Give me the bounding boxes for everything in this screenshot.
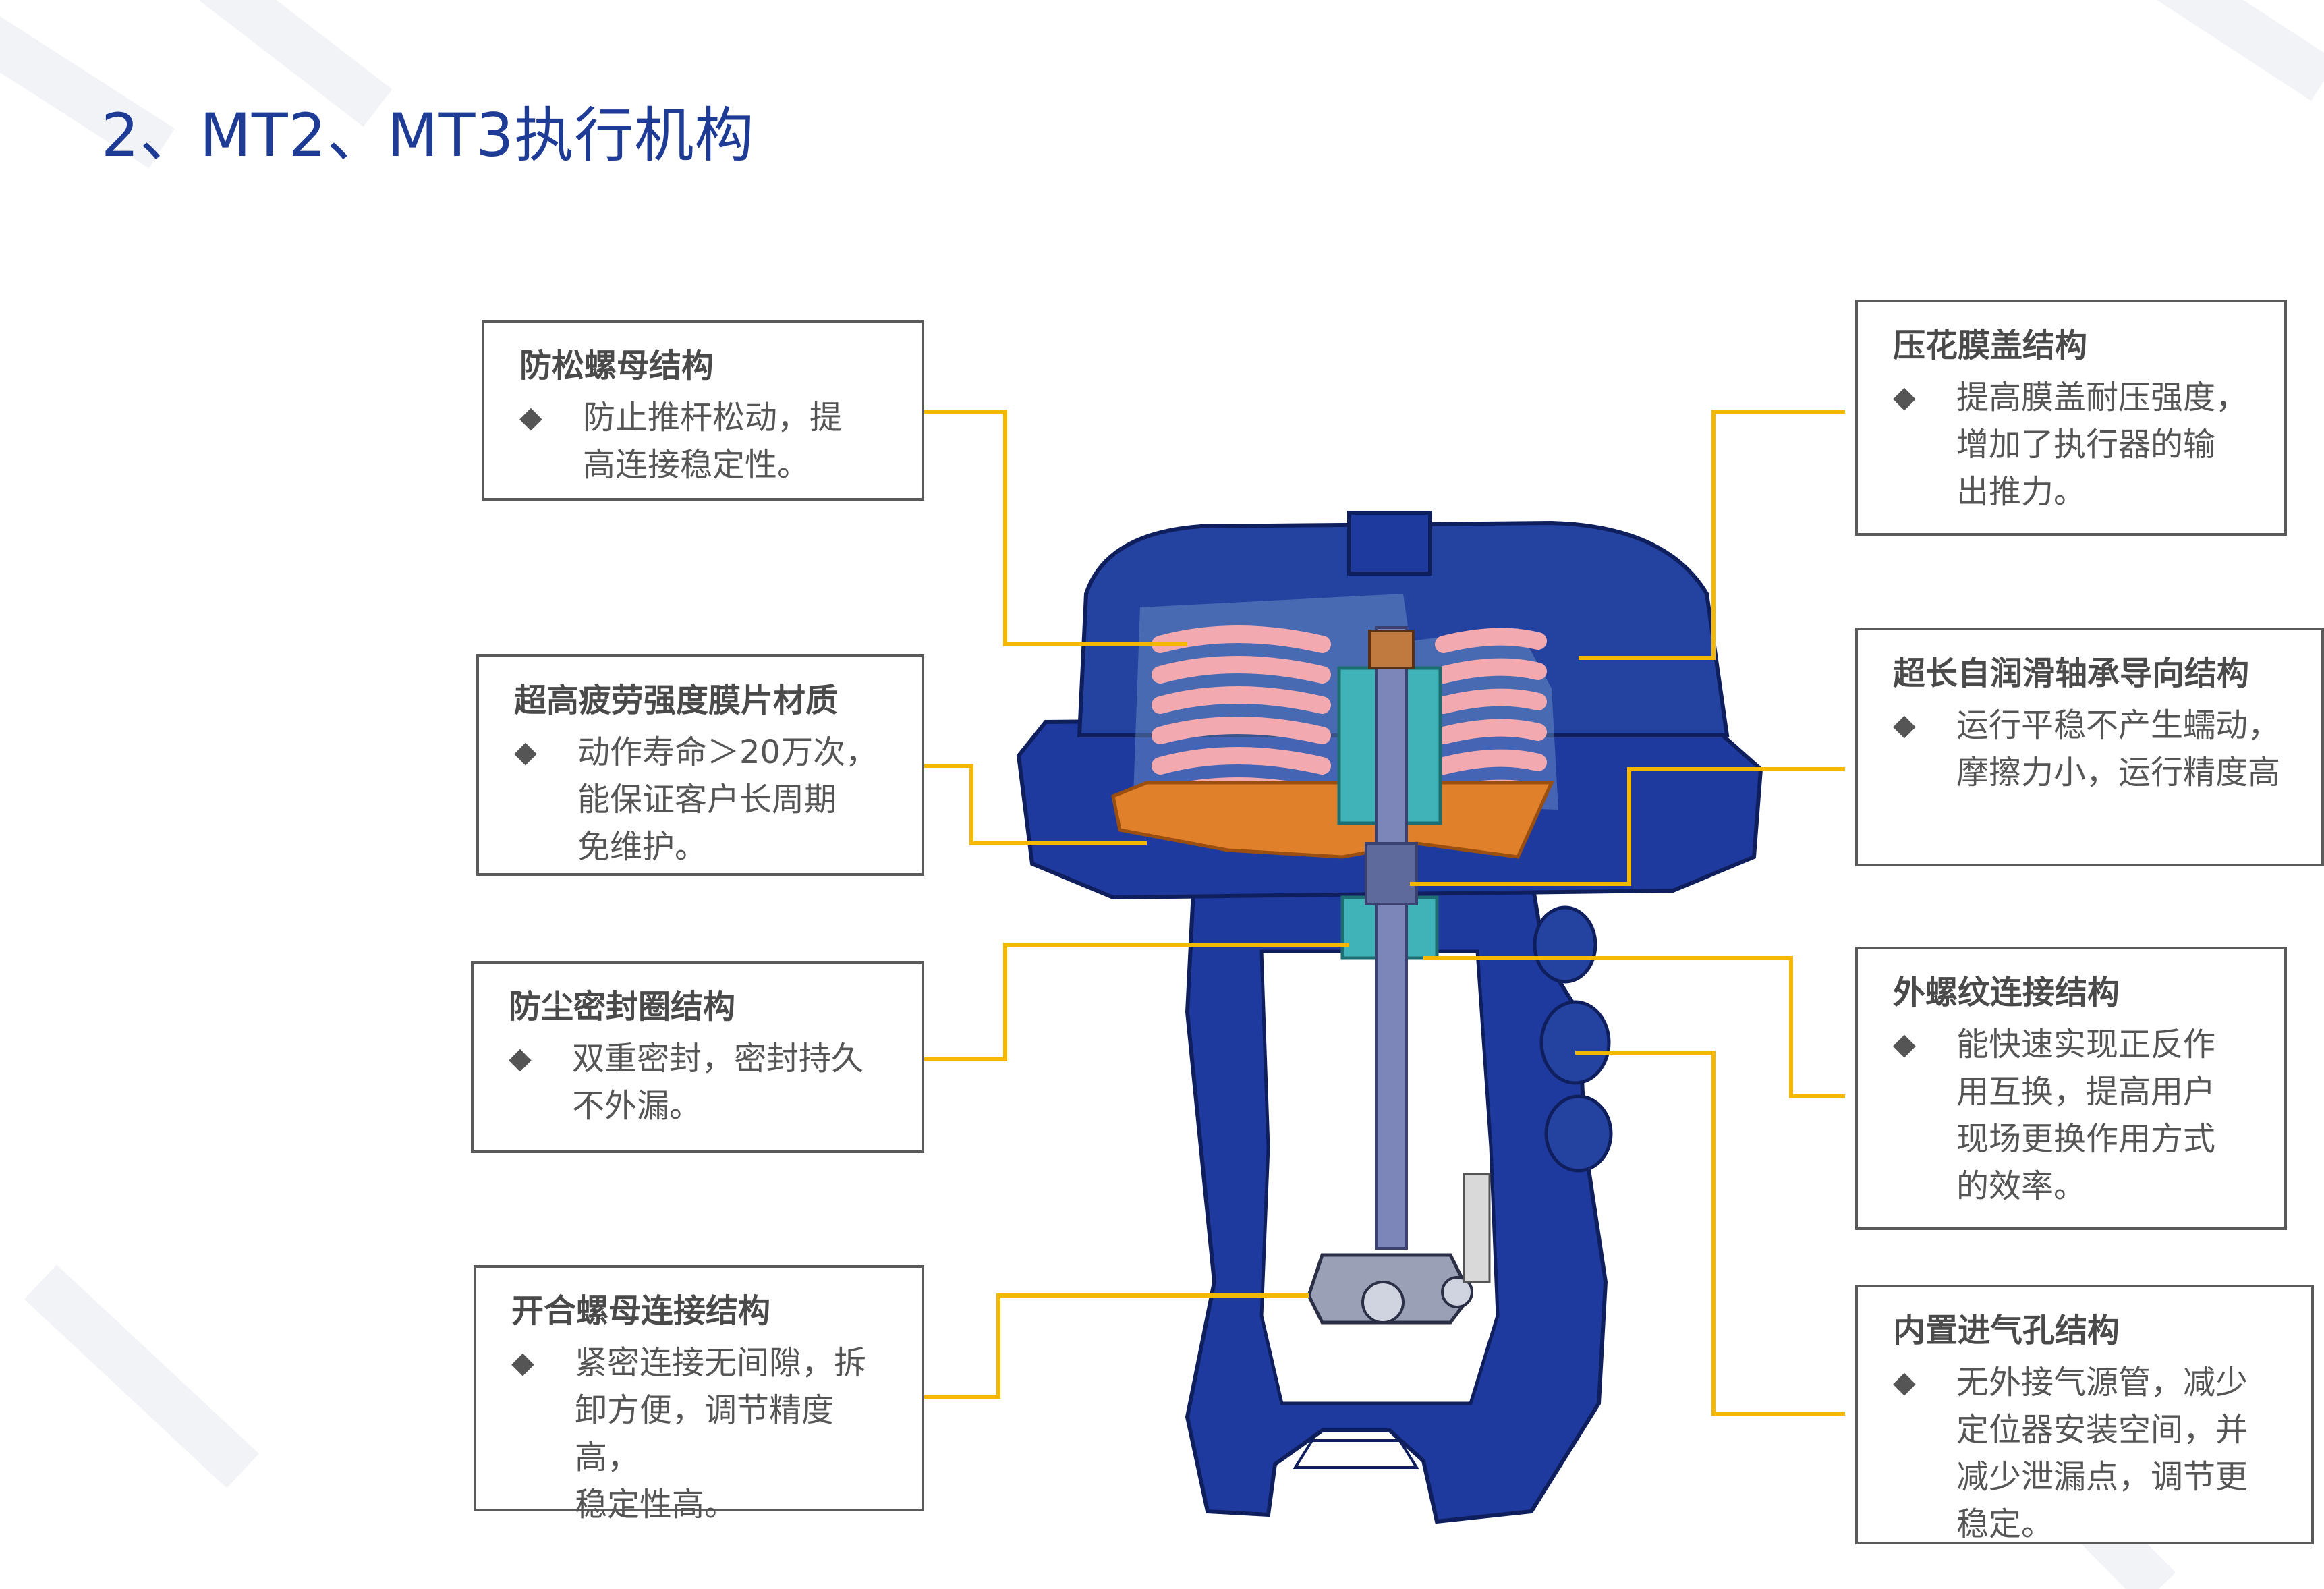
callout-line: 运行平稳不产生蠕动， (1956, 706, 2281, 744)
yoke-lugs (1533, 905, 1613, 1173)
callout-line: 免维护。 (577, 828, 708, 866)
callout-line: 双重密封，密封持久 (572, 1040, 864, 1078)
actuator-stem (1375, 626, 1408, 1250)
callout-line: 高连接稳定性。 (583, 446, 810, 484)
diamond-bullet-icon: ◆ (519, 400, 542, 435)
callout-line: 定位器安装空间，并 (1956, 1411, 2248, 1449)
callout-line: 稳定性高。 (575, 1486, 737, 1524)
callout-dust-seal: 防尘密封圈结构 ◆ 双重密封，密封持久 不外漏。 (471, 961, 924, 1153)
callout-heading: 开合螺母连接结构 (511, 1292, 771, 1330)
callout-locknut: 防松螺母结构 ◆ 防止推杆松动，提 高连接稳定性。 (482, 320, 924, 501)
callout-heading: 超高疲劳强度膜片材质 (514, 681, 839, 719)
diamond-bullet-icon: ◆ (1893, 380, 1916, 414)
callout-line: 动作寿命＞20万次， (577, 733, 878, 771)
callout-line: 卸方便，调节精度高， (575, 1391, 834, 1476)
lock-nut (1368, 630, 1415, 669)
callout-line: 稳定。 (1956, 1505, 2054, 1543)
callout-embossed-cover: 压花膜盖结构 ◆ 提高膜盖耐压强度， 增加了执行器的输 出推力。 (1855, 300, 2287, 536)
top-cap (1347, 511, 1432, 576)
diamond-bullet-icon: ◆ (1893, 1365, 1916, 1399)
callout-line: 能快速实现正反作 (1956, 1026, 2216, 1063)
callout-line: 提高膜盖耐压强度， (1956, 379, 2248, 416)
callout-heading: 内置进气孔结构 (1893, 1312, 2120, 1349)
callout-heading: 超长自润滑轴承导向结构 (1893, 654, 2250, 692)
callout-line: 增加了执行器的输 (1956, 426, 2216, 464)
callout-heading: 防松螺母结构 (519, 347, 714, 385)
callout-line: 防止推杆松动，提 (583, 399, 843, 437)
callout-heading: 防尘密封圈结构 (509, 988, 736, 1026)
callout-line: 不外漏。 (572, 1087, 702, 1125)
callout-line: 的效率。 (1956, 1167, 2087, 1205)
diamond-bullet-icon: ◆ (509, 1041, 532, 1076)
callout-line: 摩擦力小，运行精度高 (1956, 754, 2281, 791)
callout-line: 用互换，提高用户 (1956, 1073, 2216, 1111)
callout-external-thread: 外螺纹连接结构 ◆ 能快速实现正反作 用互换，提高用户 现场更换作用方式 的效率… (1855, 947, 2287, 1230)
page-title: 2、MT2、MT3执行机构 (101, 101, 755, 170)
callout-line: 紧密连接无间隙，拆 (575, 1344, 867, 1382)
callout-line: 无外接气源管，减少 (1956, 1364, 2248, 1401)
leader-lines (924, 410, 1845, 1416)
callout-line: 能保证客户长周期 (577, 781, 837, 818)
diamond-bullet-icon: ◆ (511, 1345, 534, 1380)
split-nut-connector (1307, 1253, 1473, 1325)
callout-diaphragm-material: 超高疲劳强度膜片材质 ◆ 动作寿命＞20万次， 能保证客户长周期 免维护。 (476, 654, 924, 876)
stroke-scale (1463, 1173, 1491, 1283)
callout-split-nut: 开合螺母连接结构 ◆ 紧密连接无间隙，拆 卸方便，调节精度高， 稳定性高。 (474, 1265, 924, 1524)
diamond-bullet-icon: ◆ (514, 735, 537, 769)
callout-heading: 压花膜盖结构 (1893, 327, 2088, 364)
callout-line: 现场更换作用方式 (1956, 1120, 2216, 1158)
callout-internal-air-port: 内置进气孔结构 ◆ 无外接气源管，减少 定位器安装空间，并 减少泄漏点，调节更 … (1855, 1285, 2314, 1544)
callout-line: 出推力。 (1956, 473, 2087, 511)
callout-heading: 外螺纹连接结构 (1893, 974, 2120, 1011)
diamond-bullet-icon: ◆ (1893, 1027, 1916, 1061)
callout-self-lubricating-bearing: 超长自润滑轴承导向结构 ◆ 运行平稳不产生蠕动， 摩擦力小，运行精度高 (1855, 628, 2324, 866)
diamond-bullet-icon: ◆ (1893, 708, 1916, 742)
callout-line: 减少泄漏点，调节更 (1956, 1458, 2248, 1496)
